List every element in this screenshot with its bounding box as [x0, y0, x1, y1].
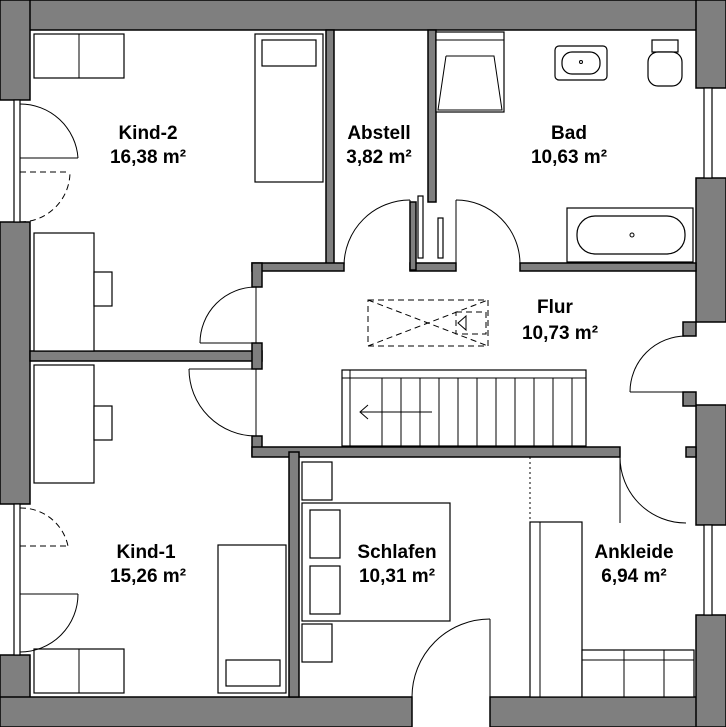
room-name-kind2: Kind-2 [118, 123, 177, 144]
windows [13, 87, 713, 656]
room-name-kind1: Kind-1 [116, 542, 176, 563]
desk-kind1 [33, 364, 95, 484]
wall-abstell-bad [427, 29, 437, 203]
wall-left-middle [0, 221, 31, 505]
nightstand-top [301, 461, 333, 501]
wall-flur-east-stub [685, 446, 697, 458]
room-name-abstell: Abstell [347, 123, 410, 144]
wall-abstell-jamb [409, 201, 417, 271]
room-area-ankleide: 6,94 m² [601, 566, 666, 587]
window-right-bad [703, 87, 713, 179]
nightstand-bottom [301, 623, 333, 663]
wall-right-bottom [695, 614, 726, 727]
wall-bottom-right [489, 696, 726, 727]
wardrobe-ankleide-left [529, 521, 583, 698]
room-area-flur: 10,73 m² [522, 323, 598, 344]
kind1-furniture [33, 364, 287, 694]
wall-flur-west-upper [251, 262, 263, 288]
room-name-schlafen: Schlafen [357, 542, 436, 563]
wall-kind2-kind1 [29, 350, 263, 362]
wardrobe-ankleide-bottom [581, 649, 695, 698]
wall-abstell-flur-stub [409, 262, 457, 272]
wall-flur-east-jamb-top [682, 321, 697, 337]
desk-kind2 [33, 232, 95, 352]
pillow-schlafen-1 [309, 509, 341, 559]
wall-right-top [695, 0, 726, 89]
pillow-schlafen-2 [309, 565, 341, 615]
room-name-flur: Flur [537, 297, 573, 318]
room-name-bad: Bad [551, 123, 587, 144]
window-right-ankleide [703, 524, 713, 616]
kind2-furniture [33, 33, 324, 352]
wall-kind1-schlafen [288, 451, 300, 698]
room-area-kind2: 16,38 m² [110, 147, 186, 168]
doors [19, 103, 687, 698]
room-area-abstell: 3,82 m² [346, 147, 411, 168]
window-left-top [13, 99, 21, 223]
stairs [341, 369, 587, 447]
chair-kind2 [93, 271, 113, 307]
window-left-bottom [13, 503, 21, 656]
room-labels: Kind-2 16,38 m² Abstell 3,82 m² Bad 10,6… [110, 123, 674, 587]
wall-kind2-abstell [325, 29, 335, 271]
pillow-kind2 [261, 39, 317, 67]
wall-bottom-left [0, 696, 413, 727]
pillow-kind1 [225, 659, 281, 687]
wall-flur-south [251, 446, 621, 458]
shower [435, 31, 505, 113]
interior-walls [29, 29, 697, 698]
wall-flur-east-jamb-bottom [682, 391, 697, 407]
wall-top [0, 0, 726, 31]
wall-bad-flur [519, 262, 697, 272]
ankleide-furniture [529, 457, 695, 698]
wall-left-top [0, 0, 31, 101]
room-area-kind1: 15,26 m² [110, 566, 186, 587]
schlafen-furniture [301, 461, 451, 663]
toilet-tank [651, 39, 679, 53]
wall-right-upper [695, 177, 726, 323]
attic-hatch [367, 299, 489, 347]
wall-flur-west-middle [251, 342, 263, 370]
staircase [341, 369, 587, 447]
wall-kind2-flur-stub [251, 262, 345, 272]
room-area-schlafen: 10,31 m² [359, 566, 435, 587]
room-area-bad: 10,63 m² [531, 147, 607, 168]
chair-kind1 [93, 405, 113, 441]
room-name-ankleide: Ankleide [594, 542, 673, 563]
toilet [647, 51, 683, 87]
wall-right-lower [695, 404, 726, 526]
bad-fixtures [435, 29, 696, 263]
